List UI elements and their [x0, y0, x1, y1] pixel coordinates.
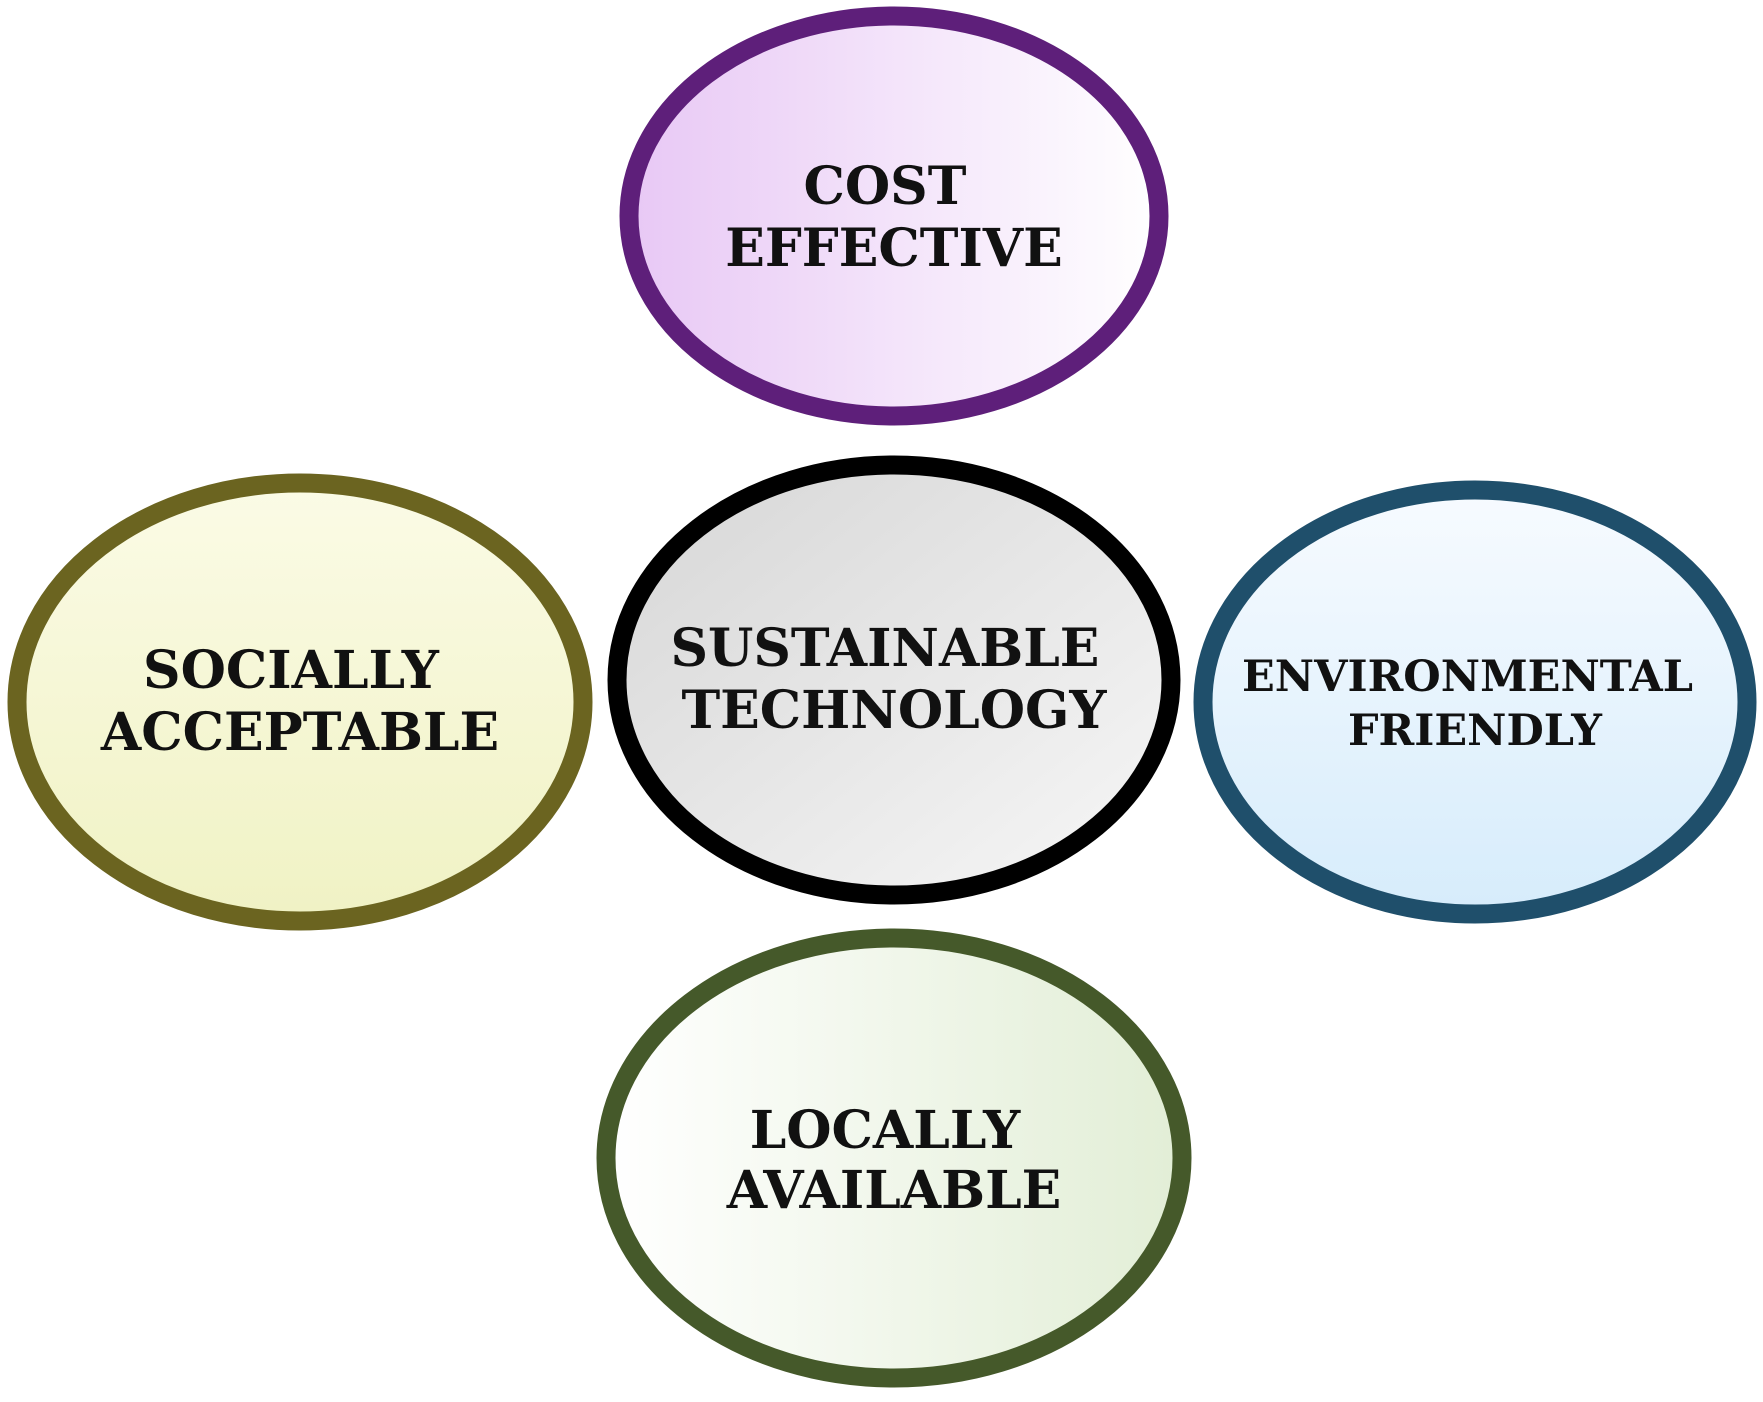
- node-cost-effective: COST EFFECTIVE: [619, 6, 1169, 426]
- node-cost-effective-label: COST EFFECTIVE: [725, 156, 1063, 279]
- node-environmental-friendly-ellipse: [1193, 480, 1757, 924]
- node-socially-acceptable-label: SOCIALLY ACCEPTABLE: [100, 640, 499, 763]
- node-locally-available-ellipse: [596, 928, 1192, 1388]
- node-sustainable-technology-ellipse: [607, 455, 1181, 905]
- node-socially-acceptable-ellipse: [7, 473, 593, 931]
- node-sustainable-technology: SUSTAINABLE TECHNOLOGY: [607, 455, 1181, 905]
- node-locally-available: LOCALLY AVAILABLE: [596, 928, 1192, 1388]
- node-cost-effective-ellipse: [619, 6, 1169, 426]
- node-environmental-friendly: ENVIRONMENTAL FRIENDLY: [1193, 480, 1757, 924]
- node-environmental-friendly-label: ENVIRONMENTAL FRIENDLY: [1242, 652, 1708, 756]
- node-locally-available-label: LOCALLY AVAILABLE: [726, 1100, 1062, 1221]
- node-socially-acceptable: SOCIALLY ACCEPTABLE: [7, 473, 593, 931]
- node-sustainable-technology-label: SUSTAINABLE TECHNOLOGY: [670, 618, 1117, 741]
